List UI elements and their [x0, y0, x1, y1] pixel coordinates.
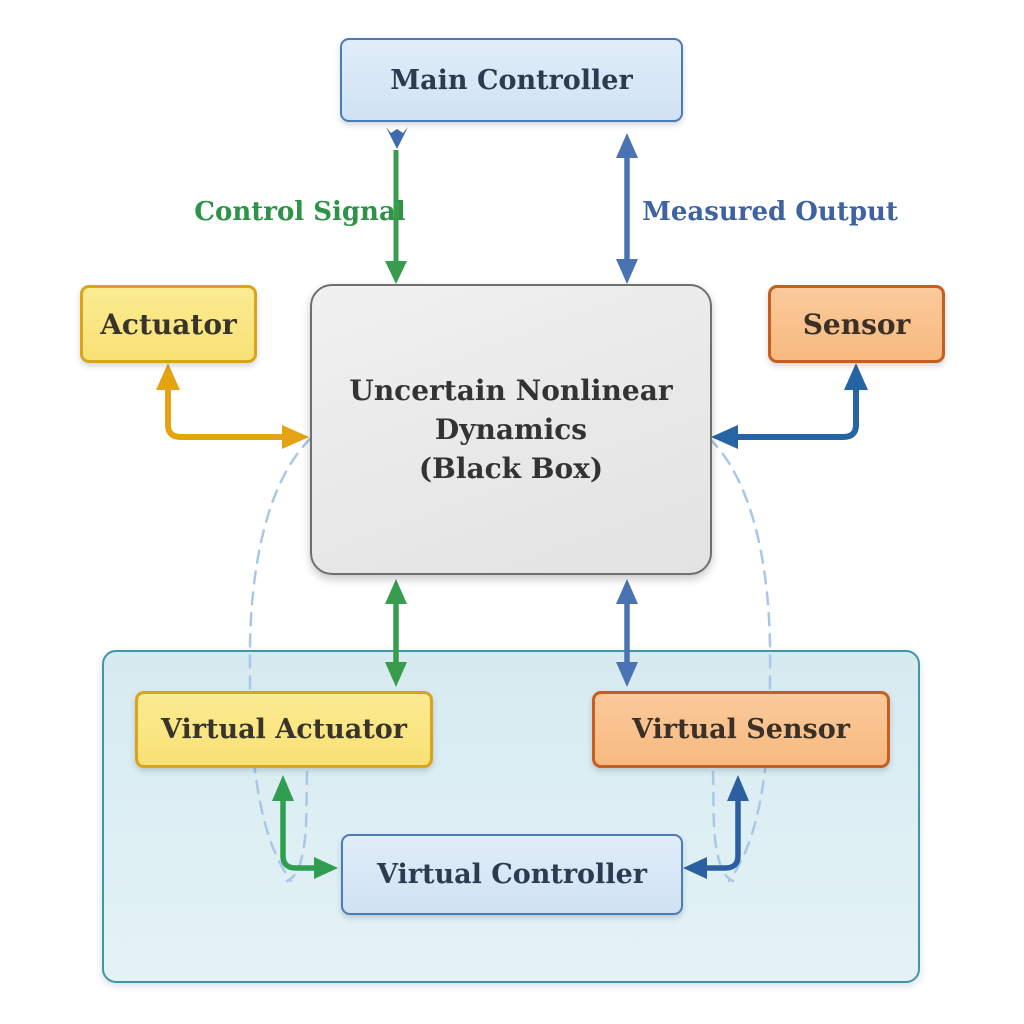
arrow-shaft	[738, 382, 859, 440]
sensor-label: Sensor	[802, 307, 911, 341]
actuator-label: Actuator	[100, 307, 237, 341]
arrow-shaft	[165, 382, 286, 440]
plant-sensor-arrow	[711, 363, 868, 449]
virtual-actuator-label: Virtual Actuator	[161, 714, 407, 745]
plant-label-line1: Uncertain Nonlinear	[349, 374, 673, 407]
arrowhead	[616, 662, 638, 687]
actuator-node: Actuator	[80, 285, 257, 363]
arrowhead	[314, 857, 338, 879]
dashed-loop-left-inner	[285, 770, 309, 883]
main-controller-node: Main Controller	[340, 38, 683, 122]
virtual-sensor-node: Virtual Sensor	[592, 691, 890, 768]
arrowhead	[385, 261, 407, 284]
arrowhead	[616, 259, 638, 284]
dashed-loop-left-outer	[248, 436, 313, 883]
virtual-controller-label: Virtual Controller	[377, 859, 647, 890]
actuator-plant-arrow	[156, 363, 309, 449]
arrowhead	[386, 127, 408, 149]
arrowhead	[282, 425, 309, 449]
measured-output-label: Measured Output	[642, 197, 898, 227]
virtual-actuator-node: Virtual Actuator	[135, 691, 433, 768]
plant-virtual-sensor-arrow	[616, 579, 638, 687]
virtual-controller-node: Virtual Controller	[341, 834, 683, 915]
arrowhead	[385, 579, 407, 604]
main-controller-label: Main Controller	[390, 64, 633, 96]
arrowhead	[844, 363, 868, 390]
dashed-loop-group	[248, 436, 772, 883]
plant-virtual-actuator-arrow	[385, 579, 407, 687]
arrowhead	[156, 363, 180, 390]
arrowhead	[683, 857, 707, 879]
sensor-node: Sensor	[768, 285, 945, 363]
virtual-actuator-controller-arrow	[272, 775, 338, 879]
measured-output-arrow	[616, 133, 638, 284]
control-signal-arrow	[385, 127, 408, 284]
arrowhead	[385, 662, 407, 687]
arrowhead	[727, 775, 749, 801]
arrowhead	[272, 775, 294, 801]
virtual-sensor-controller-arrow	[683, 775, 749, 879]
arrowhead	[616, 579, 638, 604]
plant-node: Uncertain Nonlinear Dynamics (Black Box)	[310, 284, 712, 575]
plant-label-line2: Dynamics	[434, 413, 588, 446]
plant-label-line3: (Black Box)	[418, 452, 604, 485]
control-signal-label: Control Signal	[194, 197, 406, 227]
dashed-loop-right-inner	[711, 770, 735, 883]
arrow-shaft	[280, 797, 316, 871]
arrowhead	[711, 425, 738, 449]
dashed-loop-right-outer	[707, 436, 772, 883]
virtual-sensor-label: Virtual Sensor	[632, 714, 850, 745]
arrowhead	[616, 133, 638, 158]
arrow-shaft	[705, 797, 741, 871]
